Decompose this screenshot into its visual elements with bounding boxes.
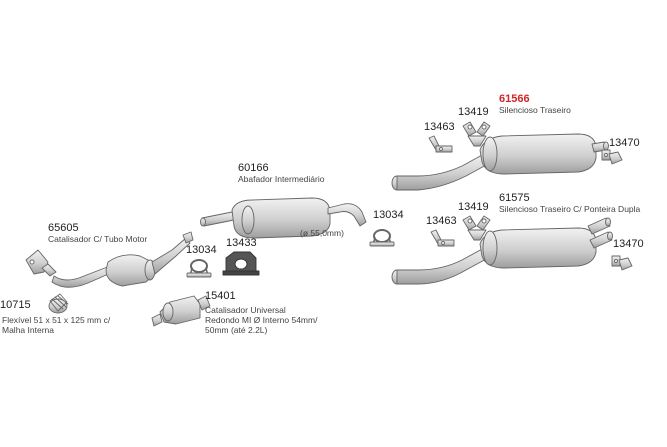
part-description-line: Silencioso Traseiro C/ Ponteira Dupla — [499, 204, 641, 214]
clamp-icon[interactable] — [369, 229, 395, 247]
part-code: 15401 — [205, 290, 236, 302]
part-code: 10715 — [0, 299, 31, 311]
hanger-icon[interactable] — [462, 215, 491, 241]
part-code: 13419 — [458, 106, 489, 118]
part-label-13034-right: 13034 — [373, 210, 404, 221]
part-description-line: Malha Interna — [2, 325, 54, 335]
part-code: 13463 — [424, 121, 455, 133]
hanger-icon[interactable] — [462, 121, 491, 147]
bracket-icon[interactable] — [611, 255, 633, 271]
part-description-line: Flexível 51 x 51 x 125 mm c/ — [2, 315, 111, 325]
part-description-line: Redondo MI Ø Interno 54mm/ — [205, 315, 318, 325]
part-label-13034-left: 13034 — [186, 245, 217, 256]
part-label-13470-top: 13470 — [609, 138, 640, 149]
rear-muffler-dual-tip-icon[interactable] — [391, 217, 613, 285]
bracket-icon[interactable] — [428, 135, 453, 153]
part-code: 13433 — [226, 237, 257, 249]
part-label-15401: 15401 — [205, 291, 236, 302]
catalytic-converter-icon[interactable] — [25, 231, 194, 288]
intermediate-muffler-icon[interactable] — [200, 197, 367, 239]
part-label-13419-top: 13419 — [458, 107, 489, 118]
part-code: 13034 — [186, 244, 217, 256]
part-code: 60166 — [238, 162, 269, 174]
part-code: 13419 — [458, 201, 489, 213]
part-note-60166: (ø 55,0mm) — [300, 228, 344, 238]
part-code-highlighted: 61566 — [499, 93, 530, 105]
bracket-icon[interactable] — [430, 229, 455, 247]
part-label-10715: 10715 — [0, 300, 31, 311]
part-description-15401: Catalisador Universal Redondo MI Ø Inter… — [205, 305, 317, 335]
bracket-icon[interactable] — [601, 149, 623, 165]
part-description-line: Catalisador C/ Tubo Motor — [48, 234, 148, 244]
diameter-note: (ø 55,0mm) — [300, 228, 344, 238]
part-code: 13470 — [609, 137, 640, 149]
universal-catalyst-icon[interactable] — [151, 295, 211, 327]
part-description-10715: Flexível 51 x 51 x 125 mm c/ Malha Inter… — [2, 315, 110, 335]
part-code: 13034 — [373, 209, 404, 221]
part-label-13419-bottom: 13419 — [458, 202, 489, 213]
part-label-13463-top: 13463 — [424, 122, 455, 133]
part-code: 61575 — [499, 192, 530, 204]
part-label-13433: 13433 — [226, 238, 257, 249]
clamp-icon[interactable] — [186, 259, 212, 278]
part-description-line: Catalisador Universal — [205, 305, 286, 315]
part-code: 13463 — [426, 215, 457, 227]
flex-pipe-icon[interactable] — [48, 293, 69, 314]
part-label-61575: 61575 Silencioso Traseiro C/ Ponteira Du… — [499, 192, 641, 215]
part-description-line: Abafador Intermediário — [238, 174, 325, 184]
part-description-line: 50mm (até 2.2L) — [205, 325, 268, 335]
part-label-13463-bottom: 13463 — [426, 216, 457, 227]
part-label-60166: 60166 Abafador Intermediário — [238, 162, 325, 185]
part-description-line: Silencioso Traseiro — [499, 105, 571, 115]
part-label-13470-bottom: 13470 — [613, 239, 644, 250]
part-code: 65605 — [48, 222, 79, 234]
part-label-61566: 61566 Silencioso Traseiro — [499, 93, 571, 116]
rear-muffler-icon[interactable] — [391, 133, 609, 191]
rubber-mount-icon[interactable] — [222, 251, 260, 276]
part-label-65605: 65605 Catalisador C/ Tubo Motor — [48, 222, 148, 245]
part-code: 13470 — [613, 238, 644, 250]
